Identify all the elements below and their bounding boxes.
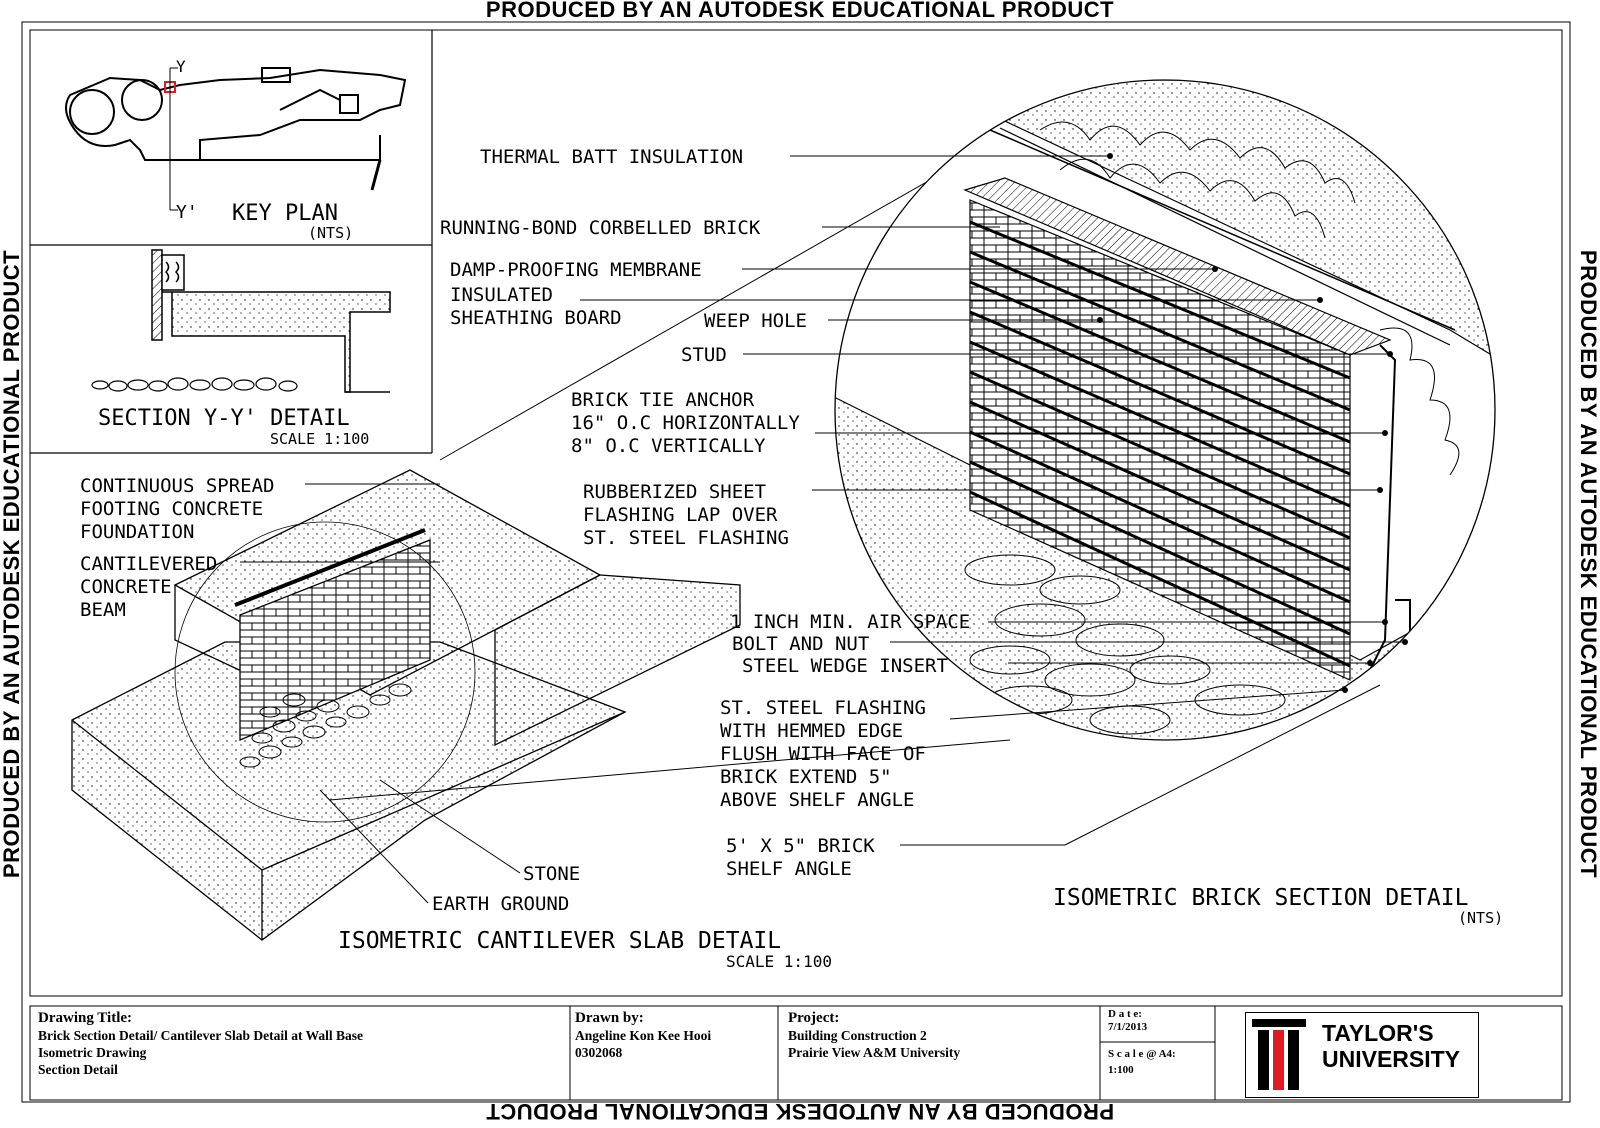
drawn-by-label: Drawn by: [575,1010,644,1026]
brick-label-18: WITH HEMMED EDGE [720,720,903,742]
brick-label-19: FLUSH WITH FACE OF [720,743,926,765]
drawn-by-name: Angeline Kon Kee Hooi [575,1028,712,1043]
title-block-frame [29,1005,1563,1101]
project-line-2: Prairie View A&M University [788,1045,961,1060]
cantilever-label-5: CONCRETE [80,576,172,598]
brick-label-16: STEEL WEDGE INSERT [742,655,948,677]
brick-scale: (NTS) [1458,909,1503,927]
project-line-1: Building Construction 2 [788,1028,927,1043]
project-label: Project: [788,1010,840,1026]
brick-label-4: INSULATED [450,284,553,306]
university-logo-text: TAYLOR'S UNIVERSITY [1322,1020,1460,1072]
logo-mark [1252,1019,1306,1090]
brick-label-23: SHELF ANGLE [726,858,852,880]
drawing-title-line-3: Section Detail [38,1062,118,1077]
sheet-frame [21,21,1571,1103]
brick-label-3: DAMP-PROOFING MEMBRANE [450,259,702,281]
date-value: 7/1/2013 [1108,1021,1148,1033]
scale-value: 1:100 [1108,1064,1134,1076]
section-yy-scale: SCALE 1:100 [270,430,369,448]
brick-label-17: ST. STEEL FLASHING [720,697,926,719]
cantilever-label-2: FOOTING CONCRETE [80,498,263,520]
date-cell: D a t e: 7/1/2013 [1108,1008,1147,1034]
brick-label-2: RUNNING-BOND CORBELLED BRICK [440,217,761,239]
brick-title: ISOMETRIC BRICK SECTION DETAIL [1053,885,1468,911]
key-plan-title: KEY PLAN [232,201,338,226]
brick-leaders [580,155,1405,846]
brick-label-5: SHEATHING BOARD [450,307,622,329]
logo-line-1: TAYLOR'S [1322,1020,1434,1046]
drawn-by-cell: Drawn by: Angeline Kon Kee Hooi 0302068 [575,1010,775,1061]
scale-label: S c a l e @ A4: [1108,1048,1176,1060]
drawn-by-id: 0302068 [575,1045,623,1060]
watermark-top: PRODUCED BY AN AUTODESK EDUCATIONAL PROD… [485,0,1115,22]
project-cell: Project: Building Construction 2 Prairie… [788,1010,1098,1061]
key-plan-y-mark: Y [176,57,186,76]
cantilever-title: ISOMETRIC CANTILEVER SLAB DETAIL [338,928,781,954]
cantilever-label-4: CANTILEVERED [80,553,217,575]
section-yy-title: SECTION Y-Y' DETAIL [98,406,350,431]
drawing-title-cell: Drawing Title: Brick Section Detail/ Can… [38,1010,563,1078]
drawing-title-label: Drawing Title: [38,1010,133,1026]
cantilever-slab-drawing [71,469,741,941]
cantilever-scale: SCALE 1:100 [726,952,832,971]
cantilever-label-3: FOUNDATION [80,521,194,543]
brick-label-13: ST. STEEL FLASHING [583,527,789,549]
cantilever-label-earth: EARTH GROUND [432,893,569,915]
brick-label-6: WEEP HOLE [704,310,807,332]
brick-label-14: 1 INCH MIN. AIR SPACE [730,611,970,633]
logo-line-2: UNIVERSITY [1322,1046,1461,1072]
drawing-title-line-1: Brick Section Detail/ Cantilever Slab De… [38,1028,363,1043]
scale-cell: S c a l e @ A4: 1:100 [1108,1046,1176,1078]
cantilever-label-1: CONTINUOUS SPREAD [80,475,274,497]
brick-label-1: THERMAL BATT INSULATION [480,146,743,168]
section-yy-drawing [91,249,391,393]
brick-leader-dots [1097,153,1408,693]
brick-label-22: 5' X 5" BRICK [726,835,875,857]
cantilever-label-6: BEAM [80,599,126,621]
brick-label-12: FLASHING LAP OVER [583,504,778,526]
brick-label-11: RUBBERIZED SHEET [583,481,766,503]
date-label: D a t e: [1108,1008,1142,1020]
logo-box [1245,1012,1479,1098]
brick-label-7: STUD [681,344,727,366]
brick-label-15: BOLT AND NUT [732,633,869,655]
cantilever-label-stone: STONE [523,863,580,885]
brick-label-8: BRICK TIE ANCHOR [571,389,755,411]
brick-label-21: ABOVE SHELF ANGLE [720,789,914,811]
brick-label-20: BRICK EXTEND 5" [720,766,892,788]
drawing-title-line-2: Isometric Drawing [38,1045,147,1060]
key-plan-drawing [65,67,407,191]
brick-label-9: 16" O.C HORIZONTALLY [571,412,800,434]
key-plan-y-prime-mark: Y' [176,202,198,223]
brick-label-10: 8" O.C VERTICALLY [571,435,766,457]
key-plan-scale: (NTS) [308,224,353,242]
